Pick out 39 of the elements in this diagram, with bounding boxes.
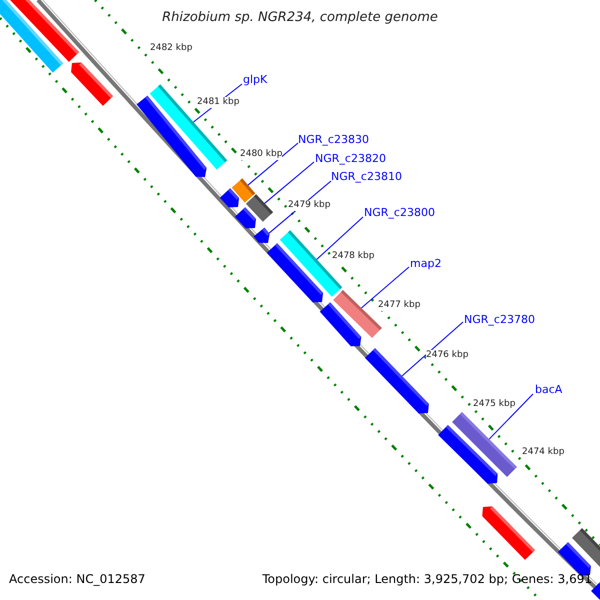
tick-label: 2481 kbp — [197, 97, 240, 108]
tick-label: 2480 kbp — [240, 149, 282, 160]
gene-label: NGR_c23810 — [331, 170, 402, 183]
gene-bar — [266, 243, 324, 302]
gene-label: glpK — [243, 73, 268, 86]
leader-line — [360, 266, 410, 308]
gene-label: NGR_c23820 — [315, 152, 386, 165]
tick-label: 2474 kbp — [522, 447, 564, 458]
gene-bar — [320, 302, 362, 346]
footer-text: Accession: NC_012587 — [9, 572, 146, 587]
gene-bar — [438, 425, 498, 484]
gene-bar — [572, 528, 600, 567]
tick-label: 2475 kbp — [473, 399, 516, 410]
gene-bar — [591, 581, 600, 600]
gene-bar — [220, 188, 240, 208]
gene-bar — [0, 0, 64, 73]
leader-line — [402, 322, 464, 377]
tick-label: 2478 kbp — [332, 251, 374, 262]
gene-label: map2 — [410, 257, 442, 270]
tick-label: 2479 kbp — [288, 200, 330, 211]
leader-line — [488, 394, 534, 440]
title: Rhizobium sp. NGR234, complete genome — [161, 9, 439, 27]
leader-line — [248, 142, 298, 186]
gene-label: NGR_c23830 — [298, 133, 369, 146]
gene-bar — [234, 207, 256, 228]
gene-bar — [482, 506, 535, 560]
tick-label: 2482 kbp — [150, 43, 192, 54]
tick-label: 2476 kbp — [426, 350, 468, 361]
footer-text: Topology: circular; Length: 3,925,702 bp; Genes: 3,691 — [262, 572, 592, 587]
gene-bar — [254, 228, 270, 243]
gene-bar — [558, 542, 591, 576]
tick-label: 2477 kbp — [378, 300, 420, 311]
gene-label: bacA — [535, 383, 562, 396]
gene-label: NGR_c23800 — [364, 206, 435, 219]
gene-bar — [10, 0, 80, 62]
gene-bar — [71, 62, 114, 106]
gene-label: NGR_c23780 — [464, 313, 535, 326]
leader-line — [264, 162, 314, 204]
leader-line — [316, 216, 364, 260]
